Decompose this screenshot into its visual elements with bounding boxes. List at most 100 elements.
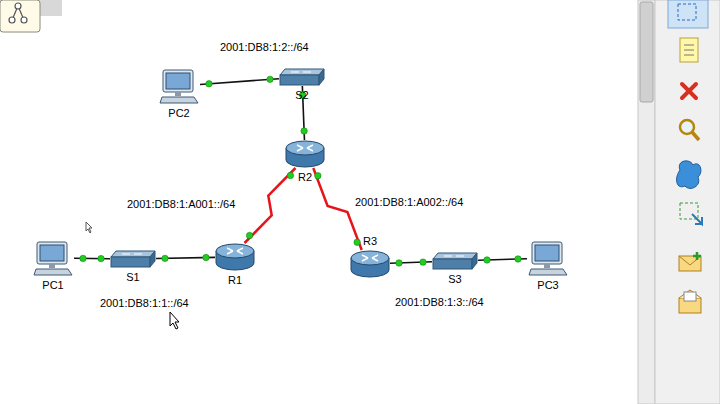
- ethernet-link: [390, 259, 432, 266]
- device-name: S2: [295, 89, 308, 101]
- switch-front: [111, 257, 150, 267]
- link-line: [200, 79, 279, 85]
- region-shape: [241, 154, 307, 254]
- serial-link: [245, 168, 296, 243]
- switch-device: S2: [279, 68, 325, 86]
- pc-icon: [32, 240, 74, 276]
- stand: [544, 264, 550, 268]
- monitor: [532, 242, 562, 264]
- select-tool: [668, 0, 708, 28]
- link-status-light: [287, 172, 293, 178]
- switch-front: [280, 75, 319, 85]
- link-line: [245, 168, 296, 243]
- network-address: 2001:DB8:1:A001::/64: [127, 198, 235, 210]
- switch-top: [111, 251, 155, 257]
- router-icon: [215, 243, 255, 271]
- network-address: 2001:DB8:1:A002::/64: [355, 196, 463, 208]
- switch-arrows: [122, 254, 142, 255]
- network-address: 2001:DB8:1:1::/64: [100, 297, 189, 309]
- link-status-light: [484, 257, 490, 263]
- link-status-light: [162, 255, 168, 261]
- stand: [49, 264, 55, 268]
- switch-icon: [110, 250, 156, 268]
- router-arrows: [227, 248, 243, 254]
- router-top: [286, 141, 324, 155]
- screen: [40, 245, 64, 261]
- link-status-light: [354, 239, 360, 245]
- ethernet-link: [200, 76, 279, 87]
- device-name: PC2: [168, 107, 189, 119]
- pc-icon: [527, 240, 569, 276]
- link-status-light: [315, 173, 321, 179]
- pc-device: PC1: [32, 240, 74, 276]
- ethernet-link: [478, 256, 527, 263]
- link-status-light: [80, 255, 86, 261]
- link-line: [74, 257, 110, 259]
- device-name: PC1: [42, 279, 63, 291]
- router-device: R3: [350, 250, 390, 278]
- serial-link: [313, 168, 361, 250]
- router-icon: [350, 250, 390, 278]
- shape-tool: [677, 161, 701, 189]
- network-address: 2001:DB8:1:3::/64: [395, 296, 484, 308]
- switch-side: [472, 253, 477, 269]
- link-status-light: [206, 81, 212, 87]
- scroll-thumb: [640, 2, 653, 102]
- serial-link-region: 2001:DB8:1:A002::/64: [305, 150, 505, 260]
- router-top: [216, 244, 254, 258]
- note-tool: [680, 38, 698, 62]
- switch-side: [319, 69, 324, 85]
- mouse-pointer: [170, 312, 179, 329]
- network-region: PC1 S12001:DB8:1:1::/64: [15, 200, 225, 350]
- device-name: R3: [363, 235, 377, 247]
- tool-panel: [655, 0, 720, 404]
- switch-front: [433, 259, 472, 269]
- switch-top: [280, 69, 324, 75]
- screen: [166, 73, 190, 89]
- device-name: S3: [448, 273, 461, 285]
- router-device: R1: [215, 243, 255, 271]
- switch-top: [433, 253, 477, 259]
- router-top: [351, 251, 389, 265]
- router-device: R2: [285, 140, 325, 168]
- link-status-light: [396, 260, 402, 266]
- region-shape: [21, 206, 219, 344]
- screen: [535, 245, 559, 261]
- region-outline: [108, 12, 380, 144]
- monitor: [37, 242, 67, 264]
- link-status-light: [515, 256, 521, 262]
- keyboard: [529, 269, 567, 275]
- monitor: [163, 70, 193, 92]
- network-address: 2001:DB8:1:2::/64: [220, 41, 309, 53]
- pc-device: PC2: [158, 68, 200, 104]
- ethernet-link: [156, 254, 215, 261]
- resize-tool: [680, 203, 702, 224]
- router-icon: [285, 140, 325, 168]
- keyboard: [160, 97, 198, 103]
- device-name: R1: [228, 274, 242, 286]
- pc-icon: [158, 68, 200, 104]
- switch-arrows: [444, 256, 464, 257]
- complex-pdu-tool: [679, 290, 701, 313]
- link-status-light: [98, 255, 104, 261]
- device-name: R2: [298, 171, 312, 183]
- router-arrows: [362, 255, 378, 261]
- select-icon: [678, 4, 696, 20]
- serial-link-region: 2001:DB8:1:A001::/64: [118, 150, 308, 260]
- link-status-light: [267, 76, 273, 82]
- add-pdu-tool: [679, 252, 701, 271]
- region-shape: [118, 15, 375, 134]
- link-line: [313, 168, 361, 250]
- logical-icon: [0, 0, 40, 32]
- link-status-light: [203, 254, 209, 260]
- router-arrows: [297, 145, 313, 151]
- device-name: PC3: [537, 279, 558, 291]
- switch-icon: [432, 252, 478, 270]
- pc-device: PC3: [527, 240, 569, 276]
- mouse-pointer: [86, 222, 92, 233]
- ethernet-link: [74, 255, 110, 262]
- switch-device: S1: [110, 250, 156, 268]
- network-region: PC2S22001:DB8:1:2::/64: [108, 12, 380, 144]
- link-line: [478, 259, 527, 261]
